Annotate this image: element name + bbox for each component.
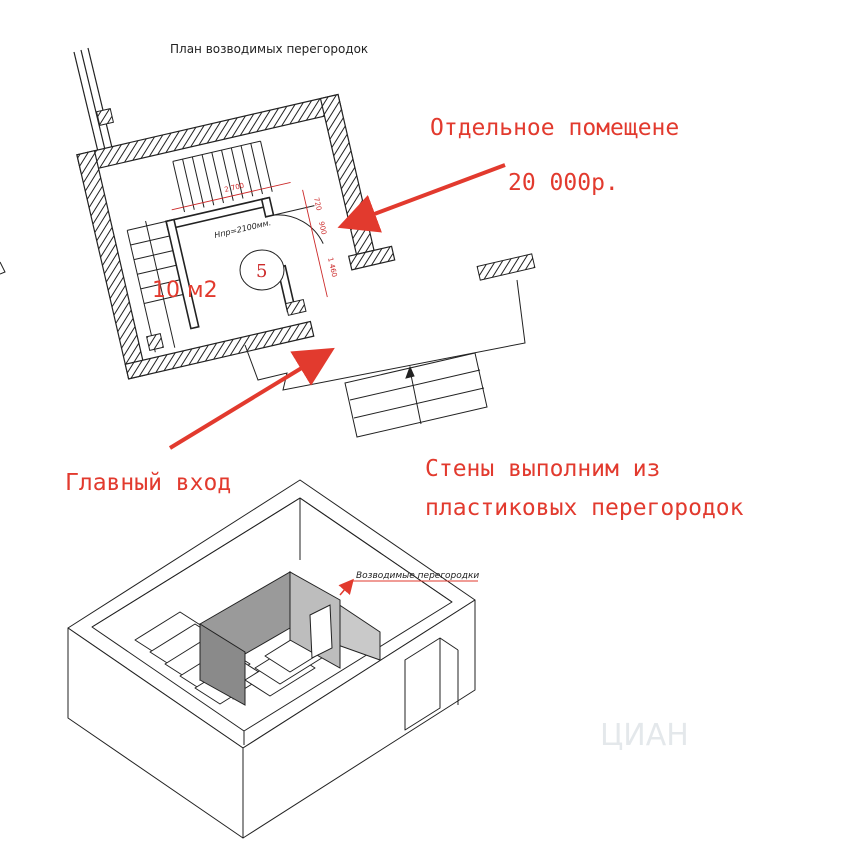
room-number: 5 — [256, 261, 267, 282]
main-entrance-label: Главный вход — [65, 470, 231, 496]
outer-walls — [76, 93, 396, 380]
isometric-view — [67, 479, 476, 839]
watermark-logo: ЦИАН — [600, 718, 689, 753]
iso-label-pointer — [338, 578, 354, 596]
dim-right-b: 900 — [317, 221, 328, 236]
room-number-circle — [239, 249, 285, 291]
entrance-porch — [244, 253, 536, 438]
dim-right-c: 1 460 — [326, 257, 338, 278]
arrow-to-separate-room — [337, 163, 506, 233]
dimension-lines — [171, 181, 328, 298]
column-top — [96, 108, 114, 126]
dim-right-a: 720 — [312, 197, 323, 212]
new-partition — [165, 196, 324, 330]
room-area: 10 м2 — [152, 278, 218, 303]
iso-partitions — [199, 571, 381, 706]
separate-room-label: Отдельное помещене — [430, 115, 679, 141]
edge-fragment — [0, 261, 6, 275]
walls-note-line1: Стены выполним из — [425, 456, 660, 482]
walls-note-line2: пластиковых перегородок — [425, 495, 744, 521]
price-label: 20 000р. — [508, 170, 619, 196]
iso-partitions-label: Возводимые перегородки — [356, 571, 479, 581]
height-note: Hпр=2100мм. — [213, 218, 272, 240]
plan-staircase — [126, 140, 273, 353]
column-bottom — [146, 333, 164, 351]
plan-title: План возводимых перегородок — [170, 42, 368, 56]
entry-path-lines — [73, 47, 115, 161]
arrow-to-main-entrance — [168, 347, 335, 450]
